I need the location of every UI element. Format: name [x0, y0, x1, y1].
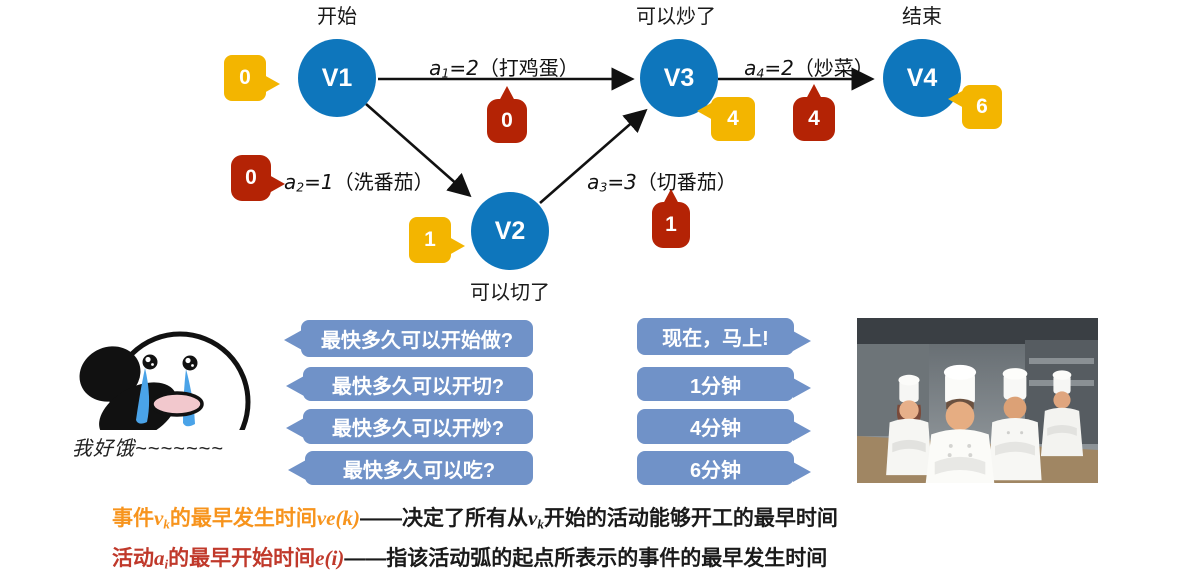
text-segment: 的最早发生时间 [169, 507, 317, 530]
text-segment: （洗番茄） [333, 172, 434, 194]
text-segment: 的最早开始时间 [168, 547, 316, 570]
text-segment: i [164, 556, 169, 572]
text-segment: （切番茄） [636, 172, 737, 194]
text-segment: 4 [756, 65, 765, 81]
node-v3-caption: 可以炒了 [636, 6, 716, 28]
node-v1-caption: 开始 [317, 6, 357, 28]
text-segment: （打鸡蛋） [478, 58, 579, 80]
node-v1: V1 [298, 39, 376, 117]
text-segment: 2 [296, 179, 305, 195]
edge-a1-label: a1=2（打鸡蛋） [418, 52, 590, 81]
crying-meme-image [79, 331, 251, 430]
ve-badge-v4: 6 [962, 85, 1002, 129]
meme-eyes [142, 354, 198, 371]
text-segment: =2 [449, 56, 479, 80]
question-bubble-4: 最快多久可以吃? [305, 451, 533, 485]
chefs-photo [857, 318, 1098, 483]
node-v2: V2 [471, 192, 549, 270]
e-badge-a4: 4 [793, 97, 835, 141]
text-segment: a [744, 56, 757, 80]
ve-badge-v1: 0 [224, 55, 266, 101]
text-segment: 3 [599, 179, 608, 195]
meme-mouth [150, 391, 204, 417]
text-segment: e(i) [315, 546, 345, 570]
definition-line-e: 活动ai的最早开始时间e(i)——指该活动弧的起点所表示的事件的最早发生时间 [112, 543, 827, 579]
chef-figure-3 [988, 368, 1042, 481]
chef-figure-4 [1040, 370, 1084, 457]
answer-bubble-1: 现在，马上! [637, 318, 794, 355]
text-segment: v [154, 506, 164, 530]
text-segment: a [284, 170, 297, 194]
text-segment: k [163, 516, 170, 532]
edge-a3-label: a3=3（切番茄） [580, 166, 744, 195]
text-segment: ——决定了所有从 [359, 507, 528, 530]
e-badge-a1: 0 [487, 99, 527, 143]
e-badge-a3: 1 [652, 202, 690, 248]
text-segment: 开始的活动能够开工的最早时间 [543, 507, 838, 530]
text-segment: a [587, 170, 600, 194]
text-segment: =3 [607, 170, 637, 194]
edge-a2-line [365, 103, 472, 198]
edge-a4-label: a4=2（炒菜） [736, 52, 882, 81]
question-bubble-2: 最快多久可以开切? [303, 367, 533, 401]
question-bubble-1: 最快多久可以开始做? [301, 320, 533, 357]
question-bubble-3: 最快多久可以开炒? [303, 409, 533, 444]
text-segment: 1 [441, 65, 450, 81]
text-segment: ve(k) [316, 506, 360, 530]
definition-line-ve: 事件vk的最早发生时间ve(k)——决定了所有从vk开始的活动能够开工的最早时间 [112, 503, 838, 539]
text-segment: a [429, 56, 442, 80]
text-segment: a [154, 546, 165, 570]
text-segment: =2 [764, 56, 794, 80]
node-v2-caption: 可以切了 [470, 282, 550, 304]
edge-a2-label: a2=1（洗番茄） [284, 166, 434, 195]
chef-figure-2 [925, 364, 995, 483]
text-segment: v [527, 506, 538, 530]
e-badge-a2: 0 [231, 155, 271, 201]
text-segment: 事件 [112, 507, 154, 530]
text-segment: （炒菜） [793, 58, 874, 80]
text-segment: =1 [304, 170, 334, 194]
answer-bubble-4: 6分钟 [637, 451, 794, 485]
text-segment: 活动 [112, 547, 154, 570]
ve-badge-v2: 1 [409, 217, 451, 263]
text-segment: k [537, 516, 544, 532]
meme-caption: 我好饿~~~~~~~ [72, 438, 224, 460]
text-segment: ——指该活动弧的起点所表示的事件的最早发生时间 [344, 547, 828, 570]
ve-badge-v3: 4 [711, 97, 755, 141]
chef-figure-1 [886, 374, 932, 476]
node-v4-caption: 结束 [902, 6, 942, 28]
answer-bubble-3: 4分钟 [637, 409, 794, 444]
answer-bubble-2: 1分钟 [637, 367, 794, 401]
edge-a3-line [539, 108, 648, 204]
